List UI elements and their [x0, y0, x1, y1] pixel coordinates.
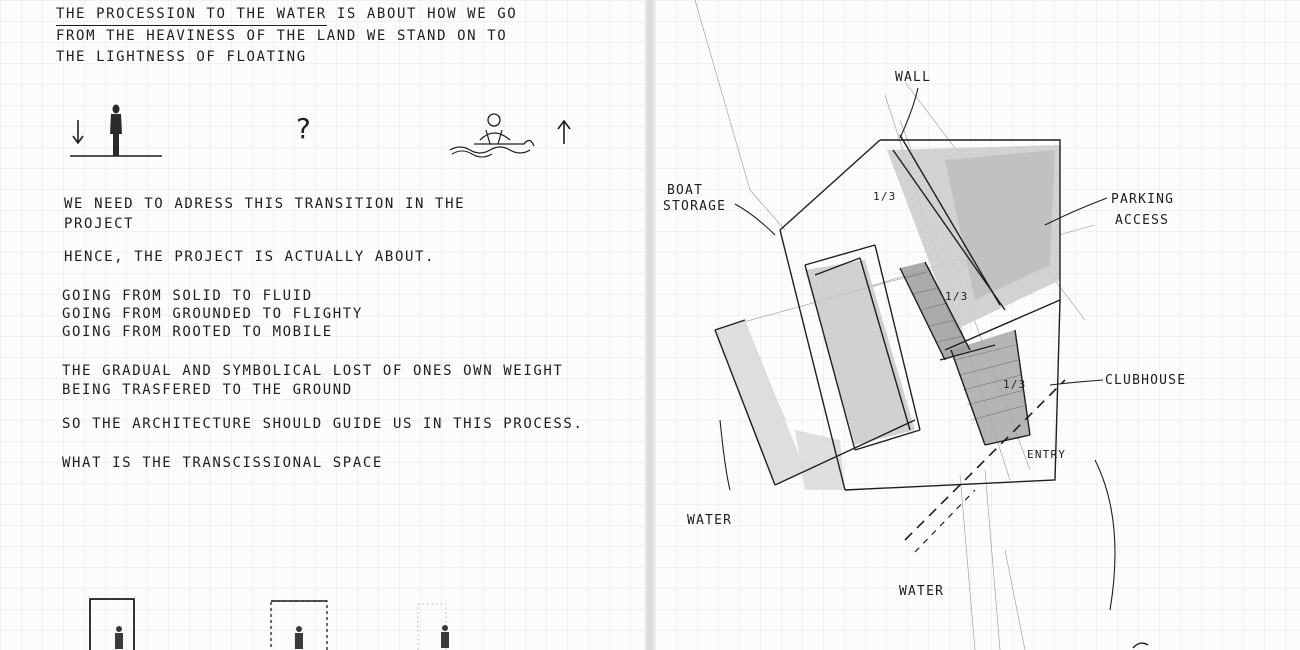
hatching — [904, 271, 1028, 421]
label-boat-storage-line-1: Boat — [667, 183, 703, 198]
frame-sketch-dashed-figure — [295, 626, 303, 649]
intro-text: The procession to the water is about how… — [56, 4, 517, 68]
paragraph-transition-line-2: project — [64, 216, 135, 232]
label-boat-storage-line-2: Storage — [663, 199, 726, 214]
question-mark: ? — [296, 112, 311, 145]
intro-line-underlined: The procession to the water — [56, 4, 327, 26]
paragraph-hence: Hence, the project is actually about. — [64, 249, 436, 265]
middle-hatch-fill — [900, 262, 970, 360]
boat-storage-marker — [805, 260, 915, 445]
going-from-line-3: Going from rooted to mobile — [62, 324, 333, 340]
binding-gutter — [645, 0, 655, 650]
label-clubhouse: Clubhouse — [1105, 373, 1186, 388]
entry-path-dashed — [904, 379, 1066, 541]
paragraph-transition: We need to adress this transition in the… — [64, 194, 465, 234]
label-entry: Entry — [1027, 448, 1066, 461]
left-page: The procession to the water is about how… — [0, 0, 645, 650]
intro-line-2: from the heaviness of the land we stand … — [56, 28, 508, 44]
clubhouse-hatch-fill — [951, 330, 1030, 445]
paragraph-transitional-space: What is the transcissional space — [62, 455, 383, 471]
label-water-left: Water — [687, 513, 732, 528]
label-water-bottom: Water — [899, 584, 944, 599]
paragraph-transition-line-1: We need to adress this transition in the — [64, 196, 466, 212]
paragraph-weight: The gradual and symbolical lost of ones … — [62, 362, 563, 400]
label-parking-line-2: Access — [1115, 213, 1169, 228]
label-parking-line-1: Parking — [1111, 192, 1174, 207]
going-from-line-2: Going from grounded to flighty — [62, 306, 363, 322]
paragraph-weight-line-2: being trasfered to the ground — [62, 382, 353, 398]
frame-sketches — [89, 598, 449, 650]
paragraph-weight-line-1: The gradual and symbolical lost of ones … — [62, 363, 564, 379]
frame-sketch-solid-figure — [115, 626, 123, 649]
lower-left-marker — [795, 430, 845, 490]
label-third-b: 1/3 — [945, 290, 968, 303]
paragraph-architecture: So the architecture should guide us in t… — [62, 416, 584, 432]
label-third-a: 1/3 — [873, 190, 896, 203]
site-plan-sketch: Wall Boat Storage Parking Access Clubhou… — [663, 0, 1186, 650]
water-edge-marker — [715, 320, 805, 485]
leader-lines — [719, 87, 1116, 611]
paragraph-going-from: Going from solid to fluid Going from gro… — [62, 287, 363, 341]
going-from-line-1: Going from solid to fluid — [62, 288, 313, 304]
floating-figure-sketch — [449, 113, 571, 158]
frame-sketch-dashed — [270, 600, 328, 650]
intro-line-3: the lightness of floating — [56, 49, 307, 65]
corner-scribble — [1132, 642, 1149, 649]
intro-line-1-rest: is about how we go — [336, 6, 518, 22]
right-page: Wall Boat Storage Parking Access Clubhou… — [655, 0, 1300, 650]
frame-sketch-solid — [89, 598, 135, 650]
frame-sketch-faint-figure — [441, 625, 449, 648]
standing-figure-sketch — [70, 104, 162, 157]
frame-sketch-faint — [417, 603, 447, 650]
label-wall: Wall — [895, 70, 931, 85]
label-third-c: 1/3 — [1003, 378, 1026, 391]
entry-path-dashed-2 — [914, 489, 976, 553]
